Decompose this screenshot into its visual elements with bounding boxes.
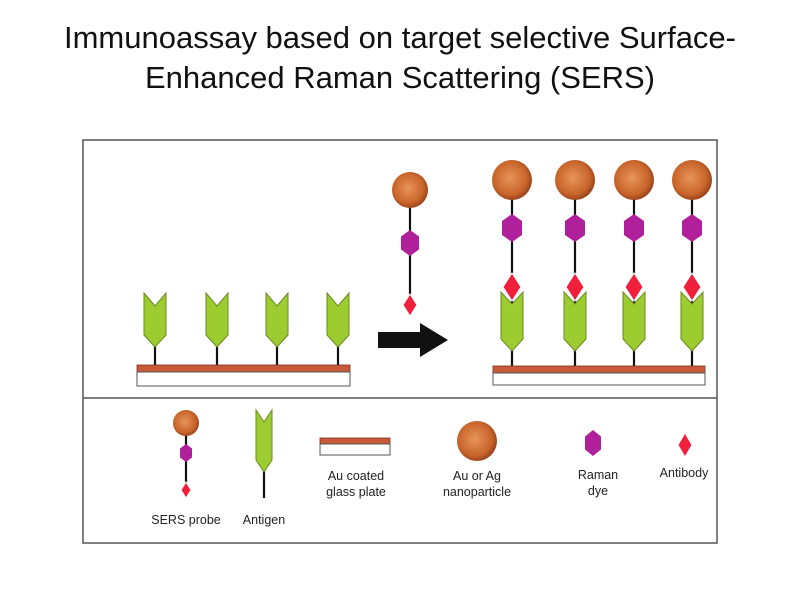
legend: [173, 408, 693, 499]
glass-plate: [136, 371, 351, 387]
raman-dye-icon: [585, 430, 601, 456]
raman-dye-icon: [624, 214, 644, 242]
antibody-icon: [180, 481, 192, 499]
legend-label-sers-probe: SERS probe: [151, 513, 221, 527]
nanoparticle-icon: [173, 410, 199, 436]
arrow-icon: [378, 323, 448, 357]
antigen-icon: [265, 291, 289, 348]
antigen-icon: [205, 291, 229, 348]
title-line-2: Enhanced Raman Scattering (SERS): [144, 60, 656, 95]
raman-dye-icon: [565, 214, 585, 242]
antibody-icon: [502, 272, 522, 302]
legend-label-nanoparticle-2: nanoparticle: [443, 485, 511, 499]
diagram-frame: [82, 139, 718, 544]
nanoparticle-icon: [555, 160, 595, 200]
antibody-icon: [565, 272, 585, 302]
antibody-icon: [677, 432, 693, 458]
antibody-icon: [682, 272, 702, 302]
gold-layer: [136, 364, 351, 373]
antigen-icon: [255, 408, 273, 473]
legend-label-antigen: Antigen: [243, 513, 285, 527]
after-panel: [492, 160, 712, 386]
before-panel: [136, 291, 351, 387]
legend-label-antibody: Antibody: [660, 466, 709, 480]
nanoparticle-icon: [492, 160, 532, 200]
antibody-icon: [624, 272, 644, 302]
free-sers-probe: [392, 172, 428, 317]
antigen-icon: [143, 291, 167, 348]
raman-dye-icon: [401, 230, 419, 256]
antigen-icon: [680, 290, 704, 352]
raman-dye-icon: [682, 214, 702, 242]
legend-label-dye-1: Raman: [578, 468, 618, 482]
raman-dye-icon: [180, 444, 192, 462]
nanoparticle-icon: [672, 160, 712, 200]
antigen-icon: [326, 291, 350, 348]
title-line-1: Immunoassay based on target selective Su…: [63, 20, 736, 55]
legend-label-plate-1: Au coated: [328, 469, 384, 483]
antigen-icon: [622, 290, 646, 352]
gold-layer: [492, 365, 706, 374]
nanoparticle-icon: [392, 172, 428, 208]
glass-plate: [492, 372, 706, 386]
gold-layer: [319, 437, 391, 445]
legend-label-dye-2: dye: [588, 484, 608, 498]
antigen-icon: [500, 290, 524, 352]
legend-label-plate-2: glass plate: [326, 485, 386, 499]
legend-label-nanoparticle-1: Au or Ag: [453, 469, 501, 483]
nanoparticle-icon: [614, 160, 654, 200]
antigen-icon: [563, 290, 587, 352]
raman-dye-icon: [502, 214, 522, 242]
nanoparticle-icon: [457, 421, 497, 461]
glass-plate: [319, 443, 391, 456]
antibody-icon: [402, 293, 418, 317]
